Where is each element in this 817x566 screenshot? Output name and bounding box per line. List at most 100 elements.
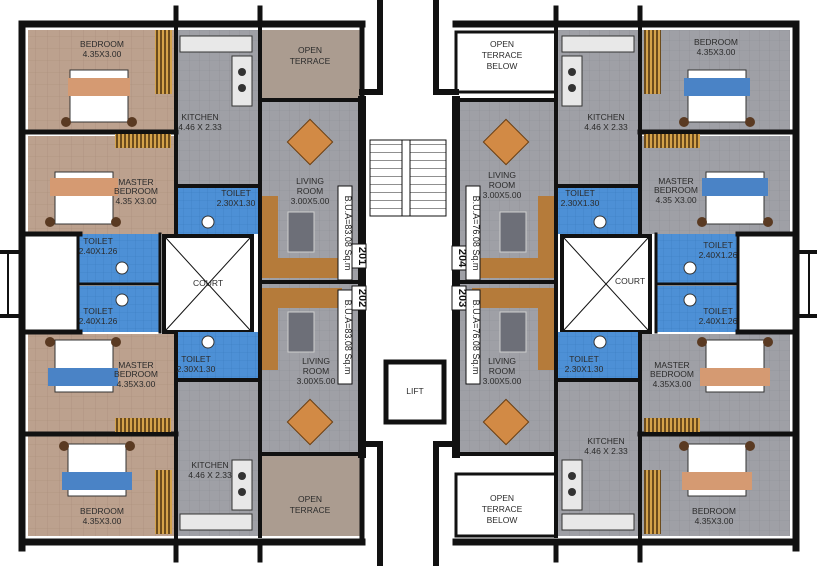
label-toilet: TOILET (221, 188, 251, 198)
flat-number-202: 202 (356, 289, 368, 307)
label-master-size: 4.35X3.00 (117, 379, 156, 389)
kitchen-204 (556, 30, 638, 186)
dining-table-icon (286, 398, 334, 446)
kitchen-counter-icon (179, 35, 253, 53)
label-bedroom-size: 4.35X3.00 (83, 49, 122, 59)
label-kitchen: KITCHEN (181, 112, 218, 122)
label-terrace: TERRACE (482, 504, 523, 514)
rug-icon (287, 311, 315, 353)
label-master-size: 4.35 X3.00 (115, 196, 156, 206)
kitchen-201 (176, 30, 260, 186)
label-kitchen-size: 4.46 X 2.33 (188, 470, 232, 480)
label-open: OPEN (298, 494, 322, 504)
toilet-fixture-icon (593, 215, 607, 229)
label-living: LIVING (488, 170, 516, 180)
label-bedroom-size: 4.35X3.00 (695, 516, 734, 526)
sofa-icon (262, 288, 278, 370)
label-toilet-size: 2.40X1.26 (699, 316, 738, 326)
toilet-202-a (176, 332, 260, 380)
label-open: OPEN (490, 493, 514, 503)
label-living-size: 3.00X5.00 (483, 190, 522, 200)
label-living-room: ROOM (297, 186, 323, 196)
label-living: LIVING (488, 356, 516, 366)
bua-204: B.U.A=76.08 Sq.m (471, 196, 481, 271)
sofa-icon (538, 196, 554, 278)
label-terrace: TERRACE (290, 56, 331, 66)
toilet-fixture-icon (115, 261, 129, 275)
label-master-bedroom: BEDROOM (114, 369, 158, 379)
label-open: OPEN (298, 45, 322, 55)
central-core (369, 139, 447, 425)
label-terrace: TERRACE (290, 505, 331, 515)
label-living: LIVING (296, 176, 324, 186)
toilet-203-b (656, 286, 738, 332)
label-master: MASTER (654, 360, 689, 370)
bua-plates (337, 185, 481, 385)
label-below: BELOW (487, 61, 518, 71)
kitchen-203 (556, 380, 638, 536)
wardrobe-icon (155, 470, 172, 534)
toilet-204-b (656, 234, 738, 284)
label-living-size: 3.00X5.00 (483, 376, 522, 386)
kitchen-counter-icon (561, 513, 635, 531)
sofa-icon (262, 196, 278, 278)
toilet-201-b (78, 234, 160, 284)
label-master-bedroom: BEDROOM (114, 186, 158, 196)
label-toilet-size: 2.40X1.26 (699, 250, 738, 260)
label-bedroom-size: 4.35X3.00 (83, 516, 122, 526)
bed-icon (679, 69, 755, 127)
label-toilet: TOILET (569, 354, 599, 364)
flat-number-203: 203 (456, 289, 468, 307)
label-toilet-size: 2.30X1.30 (561, 198, 600, 208)
label-master-size: 4.35X3.00 (653, 379, 692, 389)
dining-table-icon (286, 118, 334, 166)
label-lift: LIFT (406, 386, 423, 396)
toilet-fixture-icon (201, 335, 215, 349)
label-bedroom-size: 4.35X3.00 (697, 47, 736, 57)
rug-icon (499, 311, 527, 353)
label-kitchen-size: 4.46 X 2.33 (584, 122, 628, 132)
label-master-bedroom: BEDROOM (654, 185, 698, 195)
open-terrace-below-204 (454, 30, 558, 94)
bed-icon (59, 441, 135, 497)
wardrobe-icon (644, 30, 661, 94)
wardrobe-icon (155, 30, 172, 94)
label-kitchen: KITCHEN (587, 112, 624, 122)
label-bedroom: BEDROOM (80, 39, 124, 49)
label-below: BELOW (487, 515, 518, 525)
label-toilet-size: 2.40X1.26 (79, 316, 118, 326)
toilet-fixture-icon (115, 293, 129, 307)
rug-icon (499, 211, 527, 253)
label-toilet: TOILET (83, 236, 113, 246)
label-toilet: TOILET (565, 188, 595, 198)
label-living-size: 3.00X5.00 (291, 196, 330, 206)
label-bedroom: BEDROOM (694, 37, 738, 47)
wardrobe-icon (115, 418, 171, 432)
dining-table-icon (482, 118, 530, 166)
dining-table-icon (482, 398, 530, 446)
wardrobe-icon (644, 134, 700, 148)
wardrobe-icon (115, 134, 171, 148)
toilet-fixture-icon (201, 215, 215, 229)
sofa-icon (538, 288, 554, 370)
bed-icon (697, 171, 773, 227)
bua-203: B.U.A=76.08 Sq.m (471, 300, 481, 375)
bua-201: B.U.A=83.08 Sq.m (343, 196, 353, 271)
label-toilet: TOILET (703, 240, 733, 250)
bed-icon (45, 337, 121, 393)
label-kitchen: KITCHEN (587, 436, 624, 446)
open-terrace-202 (260, 454, 360, 536)
label-court: COURT (193, 278, 223, 288)
bed-icon (61, 69, 137, 127)
toilet-201-a (176, 186, 260, 234)
rug-icon (287, 211, 315, 253)
label-living-room: ROOM (303, 366, 329, 376)
label-court: COURT (615, 276, 645, 286)
label-kitchen: KITCHEN (191, 460, 228, 470)
label-toilet-size: 2.30X1.30 (177, 364, 216, 374)
bed-icon (45, 171, 121, 227)
label-living-room: ROOM (489, 180, 515, 190)
label-master: MASTER (118, 360, 153, 370)
